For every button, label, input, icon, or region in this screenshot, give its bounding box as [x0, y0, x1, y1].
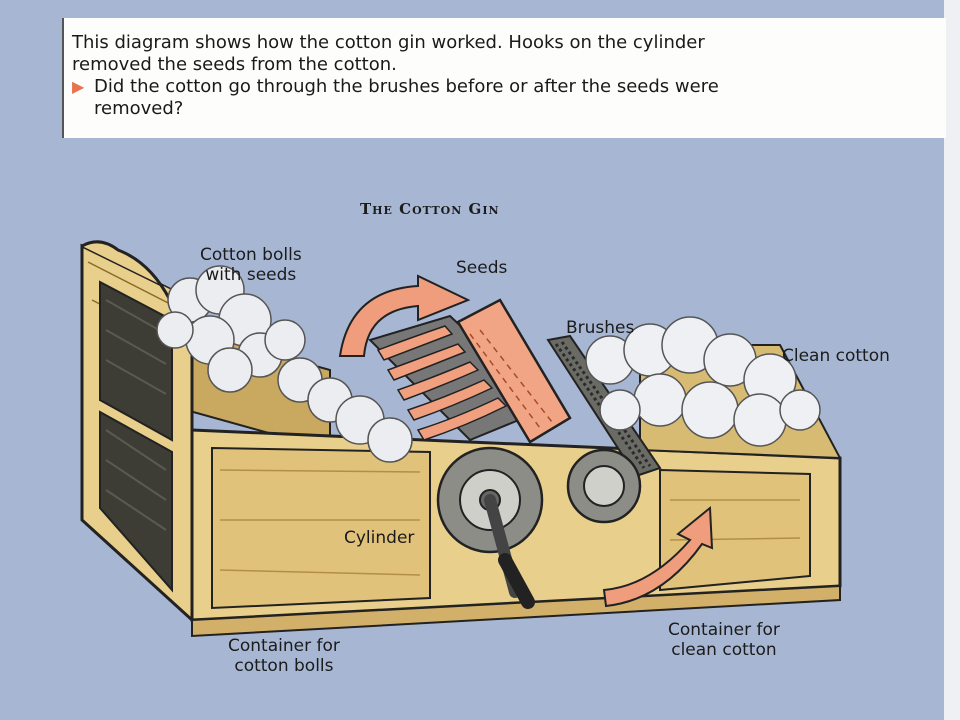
label-container-clean-line-2: clean cotton [671, 640, 777, 660]
caption-box: This diagram shows how the cotton gin wo… [62, 18, 946, 138]
cylinder [368, 298, 572, 444]
question-text: Did the cotton go through the brushes be… [94, 76, 719, 120]
label-container-clean-line-1: Container for [668, 620, 780, 640]
label-cylinder: Cylinder [344, 528, 415, 548]
label-container-bolls: Container for cotton bolls [228, 636, 340, 676]
label-cotton-bolls-line-2: with seeds [205, 265, 297, 285]
label-cotton-bolls: Cotton bolls with seeds [200, 245, 302, 285]
caption-question: ▶ Did the cotton go through the brushes … [72, 76, 946, 120]
question-line-2: removed? [94, 98, 184, 119]
question-line-1: Did the cotton go through the brushes be… [94, 76, 719, 97]
clean-cotton-pile [585, 316, 821, 447]
flow-arrows [338, 274, 714, 608]
crank-wheel [436, 446, 642, 609]
cotton-bolls-pile [156, 265, 413, 463]
label-container-clean: Container for clean cotton [668, 620, 780, 660]
label-clean-cotton: Clean cotton [782, 346, 890, 366]
label-seeds: Seeds [456, 258, 508, 278]
label-container-bolls-line-1: Container for [228, 636, 340, 656]
triangle-bullet-icon: ▶ [72, 77, 85, 96]
clean-cotton-arrow-icon [602, 505, 714, 608]
diagram-title: The Cotton Gin [360, 200, 500, 218]
caption-line-2: removed the seeds from the cotton. [72, 54, 397, 75]
label-container-bolls-line-2: cotton bolls [234, 656, 334, 676]
label-cotton-bolls-line-1: Cotton bolls [200, 245, 302, 265]
seed-arrow-icon [338, 274, 471, 357]
caption-line-1: This diagram shows how the cotton gin wo… [72, 32, 705, 53]
label-brushes: Brushes [566, 318, 635, 338]
page-edge [944, 0, 960, 720]
